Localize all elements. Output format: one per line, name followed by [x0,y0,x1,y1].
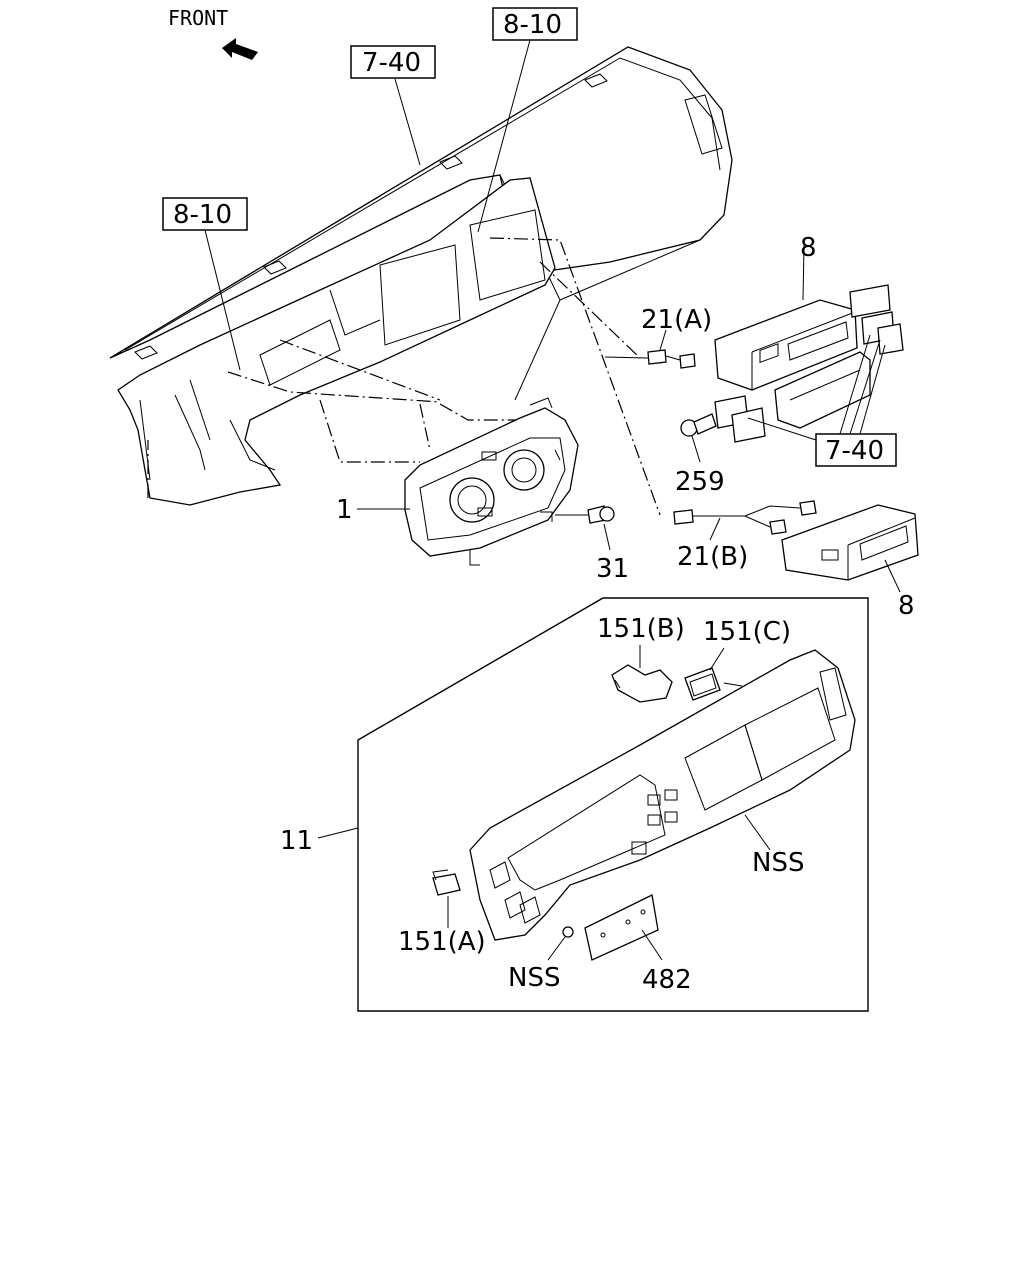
ref-harness-8-10-top: 8-10 [477,7,578,233]
ref-dash-7-40: 7-40 [350,45,436,166]
harness-21b: 21(B) [673,500,817,572]
nss-panel-callout: NSS [744,814,804,878]
clip-151a: 151(A) [398,869,486,957]
nss-panel-label: NSS [752,848,804,878]
part-31-label: 31 [596,554,629,584]
unit-8-top: 8 [714,233,858,391]
part-151a-label: 151(A) [398,927,486,957]
harness-ref-left-label: 8-10 [173,200,232,230]
clip-259: 259 [675,409,741,497]
part-11-label: 11 [280,826,313,856]
dashboard-assembly [109,46,733,506]
front-label: FRONT [168,6,228,30]
part-151b-label: 151(B) [597,614,685,644]
part-482-label: 482 [642,965,692,995]
cluster-panel-box: 11 [280,597,869,1012]
plate-482: 482 [584,894,692,995]
harness-ref-top-label: 8-10 [503,10,562,40]
nss-nut: NSS [508,926,574,993]
part-21a-label: 21(A) [641,305,712,335]
harness-21a: 21(A) [604,305,712,369]
part-151c-label: 151(C) [703,617,791,647]
part-8-top-label: 8 [800,233,817,263]
unit-8-bottom: 8 [781,504,919,621]
dash-ref-label: 7-40 [362,48,421,78]
ref-harness-8-10-left: 8-10 [162,197,248,371]
front-arrow-icon [222,38,258,60]
part-259-label: 259 [675,467,725,497]
nss-nut-label: NSS [508,963,560,993]
bracket-ref-label: 7-40 [825,436,884,466]
part-8-bottom-label: 8 [898,591,915,621]
callout-meter: 1 [336,495,410,525]
screw-31: 31 [555,505,629,584]
clip-151b: 151(B) [597,614,685,703]
brackets-7-40: 7-40 [714,284,904,467]
part-21b-label: 21(B) [677,542,748,572]
clip-151c: 151(C) [684,617,791,701]
meter-assembly [404,397,579,566]
front-indicator: FRONT [168,6,258,60]
part-1-label: 1 [336,495,353,525]
harness-routing [227,237,661,516]
cluster-garnish [469,649,856,941]
